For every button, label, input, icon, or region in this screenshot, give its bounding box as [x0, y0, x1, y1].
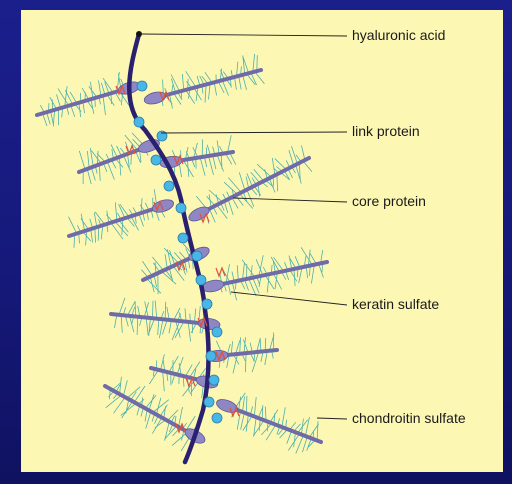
link-protein — [204, 397, 214, 407]
leader-line — [231, 292, 347, 305]
leader-line — [141, 34, 347, 36]
link-protein — [178, 233, 188, 243]
link-protein — [134, 117, 144, 127]
label-keratin-sulfate: keratin sulfate — [352, 296, 439, 312]
label-core-protein: core protein — [352, 193, 426, 209]
chondroitin-sulfate-bristles — [40, 54, 323, 454]
diagram-panel: hyaluronic acid link protein core protei… — [21, 10, 503, 472]
link-protein — [176, 203, 186, 213]
link-protein — [212, 327, 222, 337]
core-protein-globule — [215, 397, 239, 415]
leader-line — [161, 132, 347, 133]
link-protein — [157, 131, 167, 141]
link-protein — [196, 275, 206, 285]
leader-line — [233, 198, 347, 202]
link-protein — [137, 81, 147, 91]
core-protein-rod — [37, 88, 129, 115]
link-protein — [206, 351, 216, 361]
label-link-protein: link protein — [352, 123, 420, 139]
chondroitin-sulfate-chain — [69, 189, 166, 248]
keratin-sulfate-chains — [116, 86, 239, 432]
link-protein — [164, 181, 174, 191]
core-protein-rod — [111, 314, 209, 324]
label-hyaluronic-acid: hyaluronic acid — [352, 27, 445, 43]
link-protein — [151, 155, 161, 165]
proteoglycan-diagram — [21, 10, 503, 472]
label-chondroitin-sulfate: chondroitin sulfate — [352, 410, 466, 426]
link-protein — [202, 299, 212, 309]
core-protein-globule — [187, 204, 212, 224]
keratin-sulfate-chain — [216, 268, 225, 276]
link-protein — [212, 413, 222, 423]
link-protein — [192, 251, 202, 261]
core-protein-globule — [151, 197, 175, 214]
leader-line — [317, 418, 347, 419]
link-protein — [209, 375, 219, 385]
core-protein-rod — [227, 406, 321, 442]
core-proteins — [37, 70, 327, 446]
